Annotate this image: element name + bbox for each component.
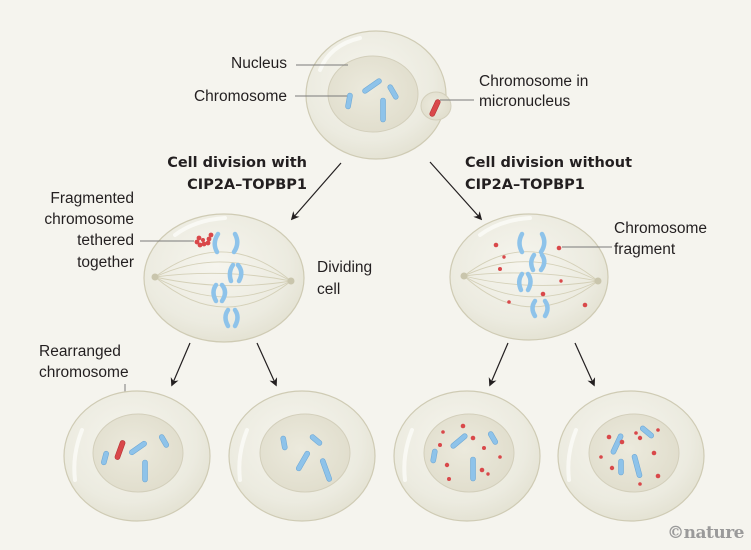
chromosome-blue xyxy=(517,231,550,319)
label-fragmented-2: chromosome xyxy=(44,211,134,228)
chromosome-blue xyxy=(211,231,244,329)
chromosome-fragments xyxy=(493,242,588,308)
label-fragmented-3: tethered xyxy=(77,232,134,249)
daughter-cell-3 xyxy=(393,390,541,522)
arrow-icon xyxy=(256,342,278,387)
label-dividing-1: Dividing xyxy=(317,259,372,276)
chromosome-red-tethered xyxy=(194,232,214,248)
centrosome xyxy=(287,277,295,285)
label-fragment-1: Chromosome xyxy=(614,220,707,237)
arrow-icon xyxy=(574,342,596,387)
nucleus xyxy=(327,55,419,133)
daughter-cell-1 xyxy=(63,390,211,522)
label-with-2: CIP2A–TOPBP1 xyxy=(187,177,307,193)
label-without-2: CIP2A–TOPBP1 xyxy=(465,177,585,193)
label-rearranged-1: Rearranged xyxy=(39,343,121,360)
rearranged-chromosome xyxy=(114,440,126,460)
arrow-icon xyxy=(429,161,483,221)
parent-cell xyxy=(305,30,452,160)
label-fragmented-4: together xyxy=(77,254,134,271)
label-nucleus: Nucleus xyxy=(231,55,287,72)
label-with-1: Cell division with xyxy=(167,155,307,171)
chromosome-blue xyxy=(345,78,399,123)
label-chromosome: Chromosome xyxy=(194,88,287,105)
label-dividing-2: cell xyxy=(317,281,340,298)
dividing-cell-without xyxy=(449,213,609,341)
centrosome xyxy=(151,273,159,281)
label-fragmented-1: Fragmented xyxy=(50,190,134,207)
arrow-icon xyxy=(170,342,191,387)
nature-credit: ©nature xyxy=(667,523,745,543)
dividing-cell-with xyxy=(143,213,305,343)
centrosome xyxy=(594,277,602,285)
label-micronucleus-1: Chromosome in xyxy=(479,73,588,90)
daughter-cell-4 xyxy=(557,390,705,522)
label-micronucleus-2: micronucleus xyxy=(479,93,571,110)
label-fragment-2: fragment xyxy=(614,241,676,258)
label-without-1: Cell division without xyxy=(465,155,632,171)
spindle xyxy=(463,251,599,308)
chromosome-red xyxy=(429,99,441,117)
arrow-icon xyxy=(290,162,342,221)
centrosome xyxy=(460,272,468,280)
daughter-cell-2 xyxy=(228,390,376,522)
arrow-icon xyxy=(488,342,509,387)
label-rearranged-2: chromosome xyxy=(39,364,129,381)
